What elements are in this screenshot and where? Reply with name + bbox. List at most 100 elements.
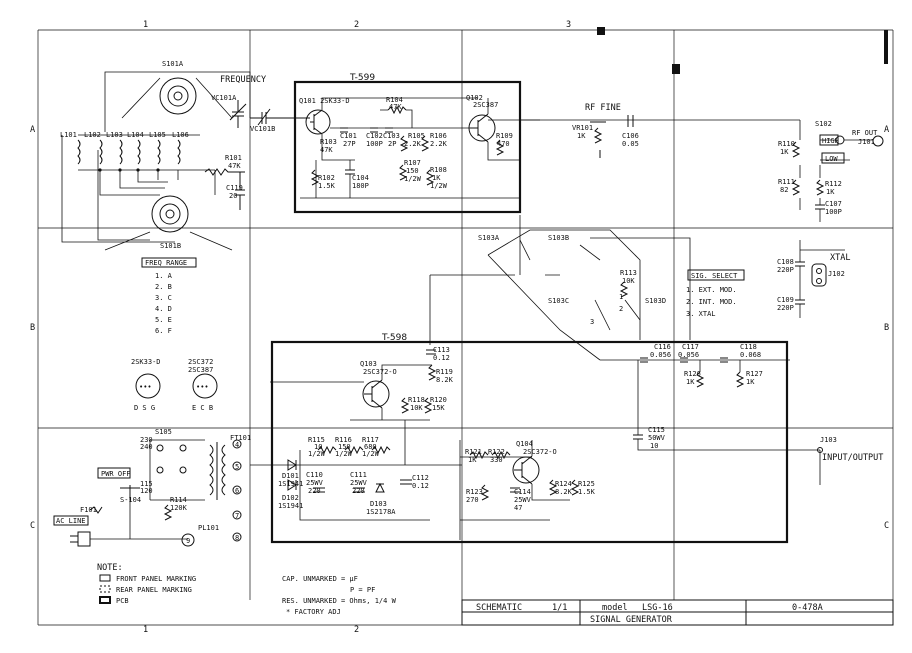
title-schematic: SCHEMATIC [476, 603, 522, 613]
grid-row-b-right: B [884, 323, 889, 333]
label-sig-select: SIG. SELECT [691, 272, 738, 280]
label-r115-watt: 1/2W [308, 450, 326, 458]
label-r101-value: 47K [228, 162, 241, 170]
title-scale: 1/1 [552, 603, 567, 613]
signal-select-switch [429, 215, 691, 361]
label-f101: F101 [80, 506, 97, 514]
label-s103a: S103A [478, 234, 500, 242]
label-j102: J102 [828, 270, 845, 278]
component-labels: S101A S101B FREQUENCY VC101A VC101B L101… [53, 60, 883, 545]
label-d102-part: 1S1941 [278, 502, 303, 510]
label-fr-3: 3. C [155, 294, 172, 302]
label-c103: C103 [383, 132, 400, 140]
label-frequency: FREQUENCY [220, 75, 266, 85]
label-pl101: PL101 [198, 524, 219, 532]
label-r107-watt: 1/2W [404, 175, 422, 183]
label-r127: R127 [746, 370, 763, 378]
label-s103b: S103B [548, 234, 569, 242]
label-r124-value: 8.2K [555, 488, 573, 496]
label-s103d: S103D [645, 297, 666, 305]
label-r114-value: 120K [170, 504, 188, 512]
label-rf-fine: RF FINE [585, 103, 621, 113]
label-c103-value: 2P [388, 140, 396, 148]
label-l102: L102 [84, 131, 101, 139]
label-r118: R118 [408, 396, 425, 404]
label-r122-value: 330 [490, 456, 503, 464]
label-pkg-2sk33-pins: D S G [134, 404, 155, 412]
label-vr101: VR101 [572, 124, 593, 132]
label-c110-voltage: 25WV [306, 479, 324, 487]
label-d101: D101 [282, 472, 299, 480]
label-r116-watt: 1/2W [335, 450, 353, 458]
label-c115-voltage: 50WV [648, 434, 666, 442]
grid-row-b: B [30, 323, 35, 333]
label-r106: R106 [430, 132, 447, 140]
label-c104-value: 180P [352, 182, 369, 190]
pcb-t599-outline [293, 80, 522, 214]
label-c118: C118 [740, 343, 757, 351]
label-r102: R102 [318, 174, 335, 182]
label-vc101b: VC101B [250, 125, 275, 133]
label-sig-2: 2. INT. MOD. [686, 298, 737, 306]
label-ft-7: 7 [235, 512, 239, 520]
pcb-t598-label: T-598 [381, 333, 407, 343]
label-c104: C104 [352, 174, 369, 182]
notes-adj: * FACTORY ADJ [286, 608, 341, 616]
label-c102: C102 [366, 132, 383, 140]
label-s105: S105 [155, 428, 172, 436]
label-r109-value: 470 [497, 140, 510, 148]
label-r116: R116 [335, 436, 352, 444]
label-r104-value: 47K [389, 103, 402, 111]
label-s103c: S103C [548, 297, 569, 305]
notes-title: NOTE: [97, 563, 123, 573]
label-r113: R113 [620, 269, 637, 277]
label-s103-pos-2: 2 [619, 305, 623, 313]
label-r120: R120 [430, 396, 447, 404]
label-r107: R107 [404, 159, 421, 167]
label-fr-5: 5. E [155, 316, 172, 324]
title-block: SCHEMATIC 1/1 model LSG-16 SIGNAL GENERA… [461, 599, 894, 626]
label-c109: C109 [777, 296, 794, 304]
notes-cap: CAP. UNMARKED = μF [282, 575, 358, 583]
label-c112: C112 [412, 474, 429, 482]
label-ft-8: 8 [235, 534, 239, 542]
label-r119-value: 8.2K [436, 376, 454, 384]
label-sig-1: 1. EXT. MOD. [686, 286, 737, 294]
label-s102: S102 [815, 120, 832, 128]
label-sig-3: 3. XTAL [686, 310, 716, 318]
t598-circuit [270, 349, 823, 540]
label-r110-value: 1K [780, 148, 789, 156]
label-low: LOW [825, 155, 838, 163]
label-c116-value: 0.056 [650, 351, 671, 359]
label-r115-value: 10 [314, 443, 322, 451]
label-ft-9: 9 [186, 537, 190, 545]
label-r103-value: 47K [320, 146, 333, 154]
sheet-frame [37, 27, 894, 626]
label-c101-value: 27P [343, 140, 356, 148]
label-q102-part: 2SC387 [473, 101, 498, 109]
label-r112: R112 [825, 180, 842, 188]
label-r124: R124 [555, 480, 572, 488]
notes-pcb: PCB [116, 597, 129, 605]
label-j101: J101 [858, 138, 875, 146]
grid-row-a-right: A [884, 125, 889, 135]
label-120: 120 [140, 487, 153, 495]
label-s104: S-104 [120, 496, 141, 504]
label-xtal-top: XTAL [830, 253, 850, 263]
title-model-label: model [602, 603, 628, 613]
label-r112-value: 1K [826, 188, 835, 196]
notes-cap-pf: P = PF [350, 586, 375, 594]
rf-output-section [520, 115, 884, 318]
notes-rear: REAR PANEL MARKING [116, 586, 192, 594]
notes-block: NOTE: FRONT PANEL MARKING REAR PANEL MAR… [97, 563, 397, 616]
label-c119: C119 [226, 184, 243, 192]
label-r111-value: 82 [780, 186, 788, 194]
label-r116-value: 150 [338, 443, 351, 451]
label-c116: C116 [654, 343, 671, 351]
label-d103: D103 [370, 500, 387, 508]
grid-col-2: 2 [354, 20, 359, 30]
label-q104: Q104 [516, 440, 533, 448]
label-ft101: FT101 [230, 434, 251, 442]
label-fr-6: 6. F [155, 327, 172, 335]
label-r105: R105 [408, 132, 425, 140]
